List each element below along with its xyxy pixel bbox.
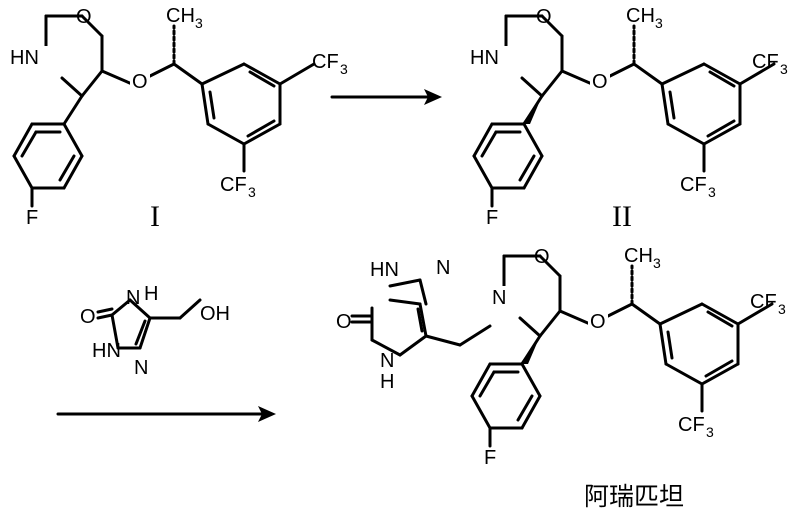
methyl-subscript: 3 [195, 15, 203, 31]
ring-oxygen-label: O [534, 246, 550, 268]
product-aprepitant: HN N O N H O N O CH 3 CF 3 CF 3 F 阿瑞匹坦 [336, 245, 786, 511]
amine-label: HN [10, 47, 39, 69]
cf3-bottom-label: CF [680, 174, 707, 196]
methyl-label: CH [166, 5, 195, 27]
cf3-top-label: CF [752, 51, 779, 73]
n1-label: HN [92, 340, 121, 362]
compound-I: O HN O CH 3 CF 3 CF 3 F I [8, 5, 348, 233]
fluorine-label: F [26, 207, 38, 229]
ether-oxygen-label: O [132, 71, 148, 93]
cf3-bottom-label: CF [220, 174, 247, 196]
methyl-label: CH [626, 5, 655, 27]
ether-oxygen-label: O [590, 311, 606, 333]
triazole-n-label: N [436, 257, 450, 279]
amine-label: HN [470, 47, 499, 69]
ether-oxygen-label: O [592, 71, 608, 93]
product-name-label: 阿瑞匹坦 [584, 482, 684, 511]
reaction-arrow-2 [56, 406, 276, 422]
carbonyl-oxygen-label: O [80, 306, 96, 328]
compound-II: O HN O CH 3 CF 3 CF 3 F II [468, 5, 788, 233]
compound-I-label: I [150, 200, 160, 233]
methyl-subscript: 3 [655, 15, 663, 31]
reagent-triazolone: O N H HN N OH [80, 283, 230, 379]
cf3-top-label: CF [312, 51, 339, 73]
cf3-top-subscript: 3 [778, 301, 786, 317]
triazole-h-label: H [380, 371, 394, 393]
compound-II-label: II [612, 200, 632, 233]
methyl-label: CH [624, 245, 653, 267]
cf3-top-subscript: 3 [780, 61, 788, 77]
cf3-top-label: CF [750, 291, 777, 313]
cf3-top-subscript: 3 [340, 61, 348, 77]
ring-oxygen-label: O [76, 6, 92, 28]
cf3-bottom-subscript: 3 [248, 184, 256, 200]
n2-label: N [134, 357, 148, 379]
carbonyl-oxygen-label: O [336, 311, 352, 333]
ring-oxygen-label: O [536, 6, 552, 28]
cf3-bottom-subscript: 3 [706, 424, 714, 440]
methyl-subscript: 3 [653, 255, 661, 271]
cf3-bottom-subscript: 3 [708, 184, 716, 200]
morpholine-n-label: N [492, 287, 506, 309]
triazole-hn-label: HN [370, 259, 399, 281]
fluorine-label: F [486, 207, 498, 229]
fluorine-label: F [484, 447, 496, 469]
n4-hydrogen-label: H [144, 283, 158, 305]
triazole-nh-label: N [380, 350, 394, 372]
hydroxyl-label: OH [200, 303, 230, 325]
cf3-bottom-label: CF [678, 414, 705, 436]
n4-label: N [126, 287, 140, 309]
reaction-arrow-1 [330, 89, 442, 105]
